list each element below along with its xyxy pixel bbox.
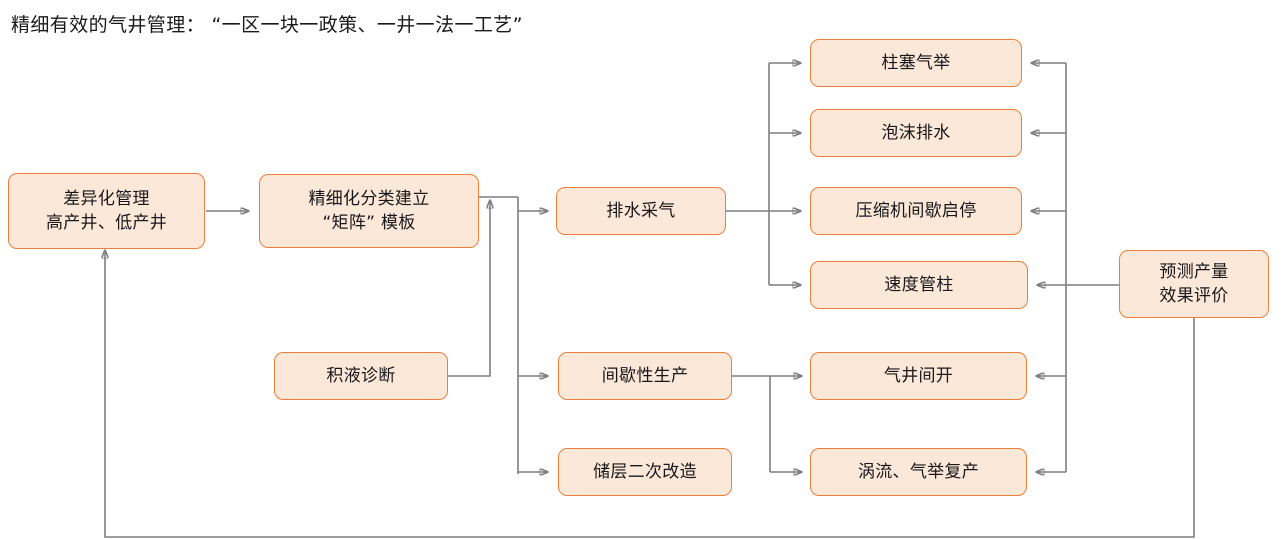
connector-diagnosis-to-classification: [448, 200, 490, 377]
node-intermittent-production[interactable]: 间歇性生产: [558, 352, 732, 400]
node-label-line1: 储层二次改造: [593, 461, 697, 482]
node-label-line1: 间歇性生产: [601, 365, 689, 386]
node-foam-drainage[interactable]: 泡沫排水: [810, 109, 1022, 157]
node-forecast-evaluation[interactable]: 预测产量 效果评价: [1119, 250, 1269, 318]
node-well-intermittent-open[interactable]: 气井间开: [810, 352, 1027, 400]
node-label-line1: 涡流、气举复产: [857, 461, 980, 482]
node-label-line2: 效果评价: [1159, 286, 1229, 306]
node-label-line1: 速度管柱: [884, 274, 954, 295]
page-title: 精细有效的气井管理： “一区一块一政策、一井一法一工艺”: [11, 14, 523, 36]
node-label-line2: 高产井、低产井: [45, 213, 168, 233]
node-plunger-lift[interactable]: 柱塞气举: [810, 39, 1022, 87]
node-classification-matrix[interactable]: 精细化分类建立 “矩阵” 模板: [259, 174, 479, 248]
node-label-line1: 排水采气: [606, 200, 676, 221]
node-label-line1: 精细化分类建立: [308, 188, 430, 209]
connector-forecast-feedback-to-differentiated: [105, 250, 1195, 538]
node-vortex-gaslift-restore[interactable]: 涡流、气举复产: [810, 448, 1027, 496]
node-label-line1: 预测产量: [1159, 261, 1229, 282]
node-label-line2: “矩阵” 模板: [322, 213, 416, 233]
node-velocity-string[interactable]: 速度管柱: [810, 261, 1028, 309]
node-compressor-intermittent[interactable]: 压缩机间歇启停: [810, 187, 1022, 235]
node-reservoir-restimulation[interactable]: 储层二次改造: [558, 448, 732, 496]
node-drainage-gas-recovery[interactable]: 排水采气: [556, 187, 726, 235]
node-liquid-loading-diagnosis[interactable]: 积液诊断: [274, 352, 448, 400]
node-label-line1: 差异化管理: [63, 188, 150, 209]
node-label-line1: 积液诊断: [326, 365, 396, 386]
node-label-line1: 泡沫排水: [881, 122, 951, 143]
node-label-line1: 柱塞气举: [881, 52, 951, 73]
node-label-line1: 压缩机间歇启停: [855, 200, 977, 221]
node-differentiated-management[interactable]: 差异化管理 高产井、低产井: [8, 173, 205, 249]
node-label-line1: 气井间开: [883, 365, 954, 386]
